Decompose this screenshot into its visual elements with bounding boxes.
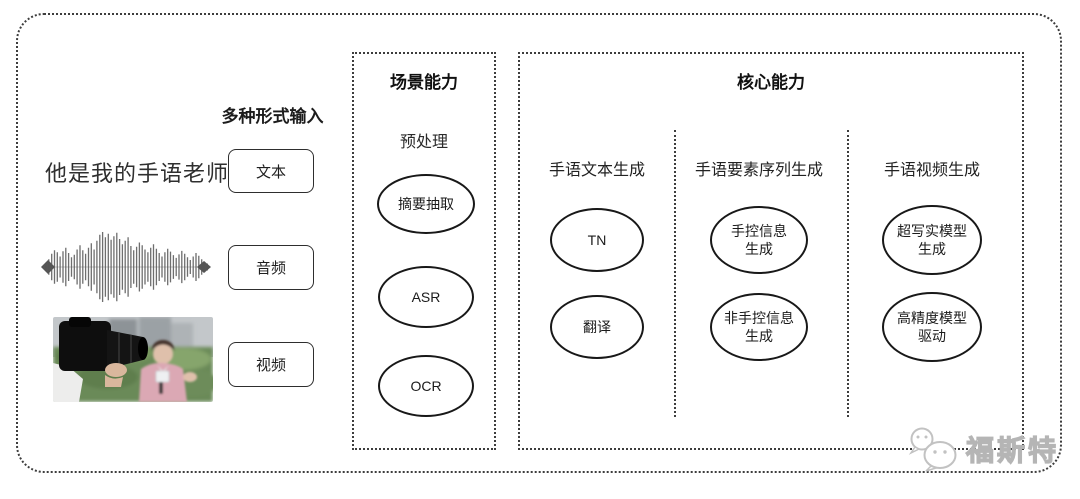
audio-input-label: 音频 bbox=[255, 260, 286, 277]
scene-capability-title: 场景能力 bbox=[390, 73, 458, 92]
node-label: TN bbox=[587, 231, 607, 248]
core-capability-box: 核心能力 手语文本生成 TN 翻译 手语要素序列生成 手控信息生成 非手控信息生… bbox=[518, 52, 1024, 450]
node-summary-extraction: 摘要抽取 bbox=[377, 174, 475, 234]
column-divider bbox=[674, 130, 676, 417]
node-label: 翻译 bbox=[583, 318, 611, 335]
node-label: OCR bbox=[410, 377, 442, 394]
node-tn: TN bbox=[550, 208, 644, 272]
audio-waveform-icon bbox=[41, 232, 211, 302]
node-translation: 翻译 bbox=[550, 295, 644, 359]
node-hyperrealistic-model-generation: 超写实模型生成 bbox=[882, 205, 982, 275]
node-label: 手控信息生成 bbox=[731, 222, 787, 257]
text-input-label: 文本 bbox=[255, 163, 286, 181]
text-input-box: 文本 bbox=[228, 149, 314, 193]
video-input-box: 视频 bbox=[228, 342, 314, 387]
watermark-text: 福斯特 bbox=[965, 434, 1060, 466]
reporter-video-thumbnail bbox=[53, 317, 213, 402]
column-header: 手语文本生成 bbox=[548, 162, 645, 179]
column-sign-element-sequence-generation: 手语要素序列生成 手控信息生成 非手控信息生成 bbox=[680, 54, 838, 448]
scene-capability-box: 场景能力 预处理 摘要抽取 ASR OCR bbox=[352, 52, 496, 450]
wechat-icon bbox=[908, 427, 957, 472]
sample-text: 他是我的手语老师 bbox=[45, 161, 230, 186]
node-label: 非手控信息生成 bbox=[724, 309, 794, 344]
node-non-manual-info-generation: 非手控信息生成 bbox=[710, 293, 808, 361]
column-header: 手语视频生成 bbox=[883, 162, 980, 179]
node-label: ASR bbox=[411, 288, 441, 305]
node-high-precision-model-driving: 高精度模型驱动 bbox=[882, 292, 982, 362]
watermark: 福斯特 bbox=[906, 426, 1059, 472]
node-label: 超写实模型生成 bbox=[897, 222, 967, 257]
node-manual-info-generation: 手控信息生成 bbox=[710, 206, 808, 274]
node-label: 摘要抽取 bbox=[398, 195, 454, 212]
input-section-title: 多种形式输入 bbox=[221, 107, 324, 126]
node-label: 高精度模型驱动 bbox=[897, 309, 967, 344]
video-input-label: 视频 bbox=[255, 357, 286, 374]
node-asr: ASR bbox=[378, 266, 474, 328]
outer-dotted-border bbox=[16, 13, 1062, 473]
preprocess-label: 预处理 bbox=[399, 134, 448, 151]
node-ocr: OCR bbox=[378, 355, 474, 417]
column-sign-text-generation: 手语文本生成 TN 翻译 bbox=[522, 54, 672, 448]
column-header: 手语要素序列生成 bbox=[694, 162, 823, 179]
column-divider bbox=[847, 130, 849, 417]
column-sign-video-generation: 手语视频生成 超写实模型生成 高精度模型驱动 bbox=[852, 54, 1012, 448]
audio-input-box: 音频 bbox=[228, 245, 314, 290]
core-capability-title: 核心能力 bbox=[737, 73, 805, 92]
